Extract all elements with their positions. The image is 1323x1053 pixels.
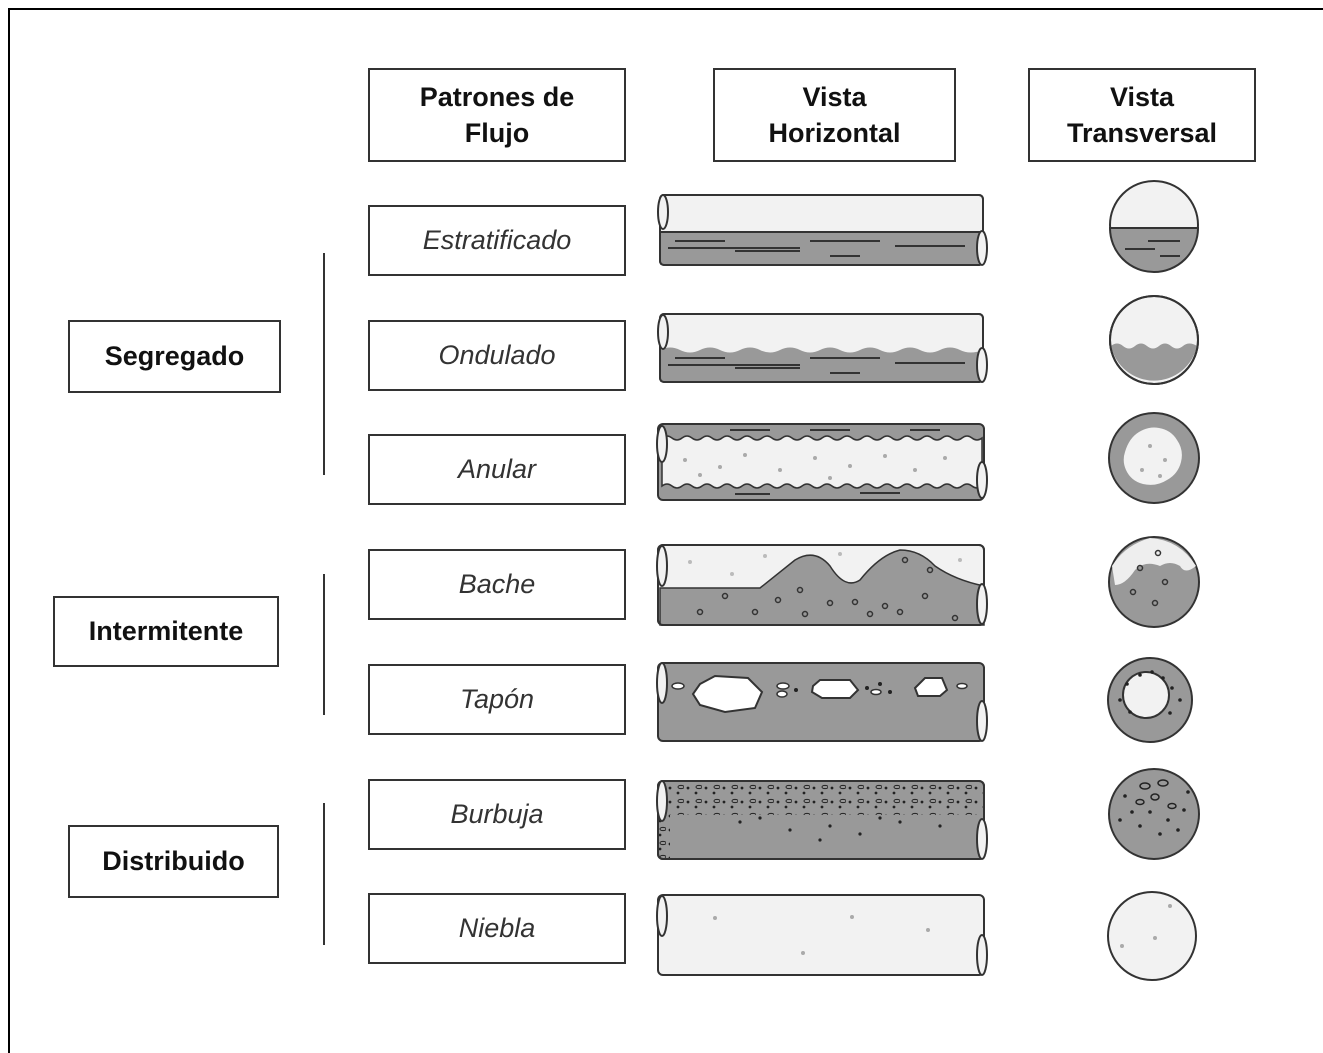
horizontal-estratificado [657, 194, 988, 266]
header-patterns: Patrones de Flujo [368, 68, 626, 162]
transversal-tapon [1107, 657, 1193, 743]
category-distribuido: Distribuido [68, 825, 279, 898]
transversal-burbuja [1108, 768, 1200, 860]
figure-frame [8, 8, 1323, 1053]
header-transversal-line1: Vista [1109, 82, 1175, 112]
pattern-niebla: Niebla [368, 893, 626, 964]
transversal-ondulado [1109, 295, 1199, 385]
horizontal-ondulado [657, 313, 988, 383]
horizontal-tapon [656, 662, 988, 742]
horizontal-niebla [656, 894, 988, 976]
transversal-niebla [1107, 891, 1197, 981]
horizontal-bache [656, 544, 988, 626]
pattern-estratificado: Estratificado [368, 205, 626, 276]
header-horizontal-line2: Horizontal [768, 118, 901, 148]
horizontal-burbuja [656, 780, 988, 860]
pattern-tapon: Tapón [368, 664, 626, 735]
bracket-distribuido [323, 803, 325, 945]
header-patterns-line1: Patrones de [419, 82, 575, 112]
pattern-anular: Anular [368, 434, 626, 505]
header-horizontal-line1: Vista [802, 82, 867, 112]
bracket-intermitente [323, 574, 325, 715]
horizontal-anular [656, 423, 988, 501]
transversal-bache [1108, 536, 1200, 628]
pattern-burbuja: Burbuja [368, 779, 626, 850]
pattern-ondulado: Ondulado [368, 320, 626, 391]
category-segregado: Segregado [68, 320, 281, 393]
transversal-estratificado [1108, 180, 1200, 273]
category-intermitente: Intermitente [53, 596, 279, 667]
header-patterns-line2: Flujo [464, 118, 530, 148]
transversal-anular [1108, 412, 1200, 504]
pattern-bache: Bache [368, 549, 626, 620]
bracket-segregado [323, 253, 325, 475]
header-transversal-line2: Transversal [1066, 118, 1218, 148]
